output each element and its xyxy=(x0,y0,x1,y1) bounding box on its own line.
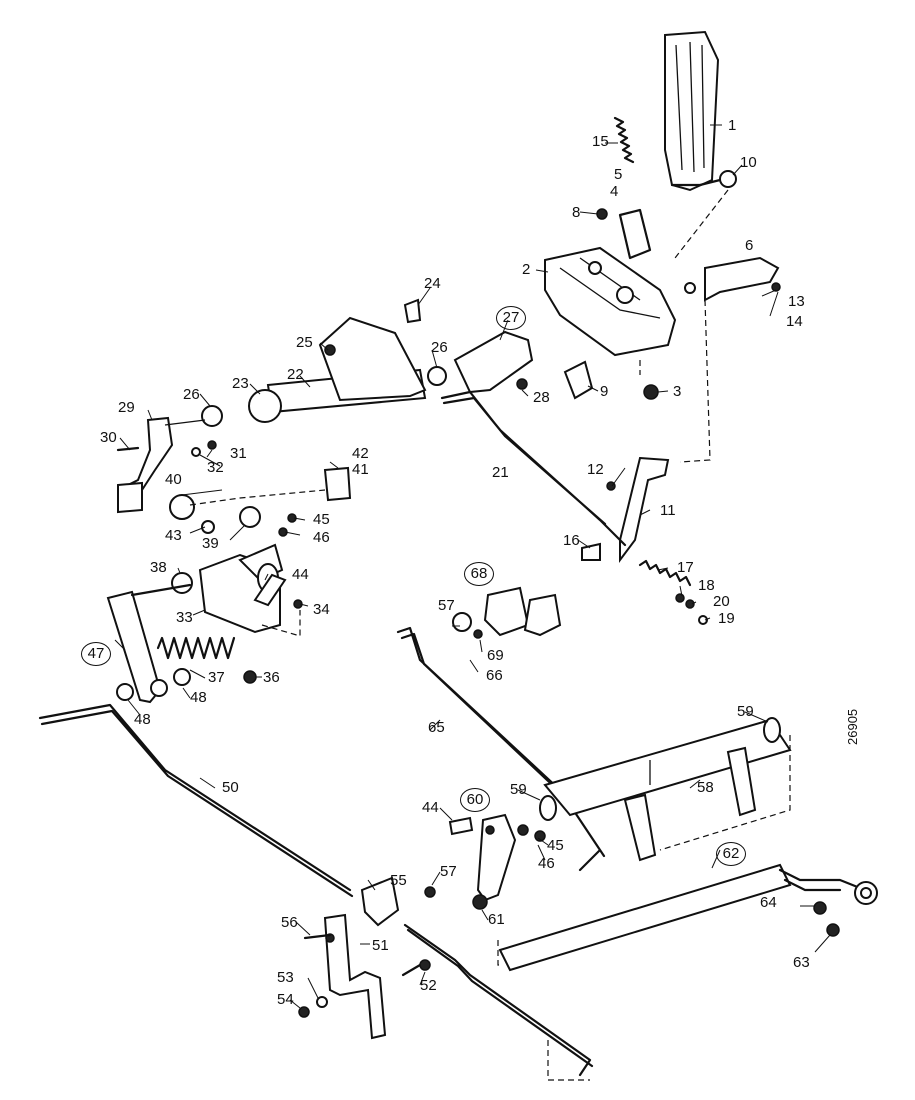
label-2: 2 xyxy=(522,261,531,278)
arm-11 xyxy=(619,456,670,563)
label-44-upper: 44 xyxy=(292,566,309,583)
diagram-code: 26905 xyxy=(845,708,860,745)
label-61: 61 xyxy=(488,911,505,928)
label-13: 13 xyxy=(788,293,805,310)
label-4: 4 xyxy=(610,183,619,200)
label-40: 40 xyxy=(165,471,182,488)
label-16: 16 xyxy=(563,532,580,549)
label-52: 52 xyxy=(420,977,437,994)
label-8: 8 xyxy=(572,204,581,221)
pedal-part xyxy=(664,30,737,192)
label-9: 9 xyxy=(600,383,609,400)
label-41: 41 xyxy=(352,461,369,478)
label-42: 42 xyxy=(352,445,369,462)
bracket-55 xyxy=(360,876,400,927)
label-27: 27 xyxy=(496,306,526,330)
label-68: 68 xyxy=(464,562,494,586)
label-57-upper: 57 xyxy=(438,597,455,614)
label-45-lower: 45 xyxy=(547,837,564,854)
rod-21 xyxy=(440,390,627,547)
label-57-lower: 57 xyxy=(440,863,457,880)
part-8 xyxy=(596,208,608,220)
label-51: 51 xyxy=(372,937,389,954)
label-18: 18 xyxy=(698,577,715,594)
label-46-lower: 46 xyxy=(538,855,555,872)
label-34: 34 xyxy=(313,601,330,618)
label-56: 56 xyxy=(281,914,298,931)
label-21: 21 xyxy=(492,464,509,481)
label-6: 6 xyxy=(745,237,754,254)
label-3: 3 xyxy=(673,383,682,400)
label-46-upper: 46 xyxy=(313,529,330,546)
label-65: 65 xyxy=(428,719,445,736)
label-66: 66 xyxy=(486,667,503,684)
label-26-left: 26 xyxy=(183,386,200,403)
label-37: 37 xyxy=(208,669,225,686)
label-30: 30 xyxy=(100,429,117,446)
leader-lines xyxy=(114,124,831,1009)
label-24: 24 xyxy=(424,275,441,292)
label-12: 12 xyxy=(587,461,604,478)
label-63: 63 xyxy=(793,954,810,971)
label-69: 69 xyxy=(487,647,504,664)
label-60: 60 xyxy=(460,788,490,812)
label-62: 62 xyxy=(716,842,746,866)
label-55: 55 xyxy=(390,872,407,889)
label-14: 14 xyxy=(786,313,803,330)
label-15: 15 xyxy=(592,133,609,150)
part-27 xyxy=(453,330,534,394)
label-20: 20 xyxy=(713,593,730,610)
label-17: 17 xyxy=(677,559,694,576)
bracket-2 xyxy=(544,208,677,357)
label-58: 58 xyxy=(697,779,714,796)
rod-65 xyxy=(396,626,606,872)
label-36: 36 xyxy=(263,669,280,686)
label-1: 1 xyxy=(728,117,737,134)
label-31: 31 xyxy=(230,445,247,462)
label-23: 23 xyxy=(232,375,249,392)
label-33: 33 xyxy=(176,609,193,626)
label-26-right: 26 xyxy=(431,339,448,356)
label-10: 10 xyxy=(740,154,757,171)
label-32: 32 xyxy=(207,459,224,476)
bracket-51 xyxy=(323,913,387,1040)
label-54: 54 xyxy=(277,991,294,1008)
label-38: 38 xyxy=(150,559,167,576)
label-50: 50 xyxy=(222,779,239,796)
label-59-right: 59 xyxy=(737,703,754,720)
label-39: 39 xyxy=(202,535,219,552)
label-64: 64 xyxy=(760,894,777,911)
label-28: 28 xyxy=(533,389,550,406)
label-5: 5 xyxy=(614,166,623,183)
part-3 xyxy=(643,384,659,400)
spring-15 xyxy=(613,116,635,164)
label-19: 19 xyxy=(718,610,735,627)
label-44-lower: 44 xyxy=(422,799,439,816)
label-29: 29 xyxy=(118,399,135,416)
rod-50 xyxy=(38,703,354,898)
label-45-upper: 45 xyxy=(313,511,330,528)
label-11: 11 xyxy=(660,502,676,519)
label-59-left: 59 xyxy=(510,781,527,798)
label-53: 53 xyxy=(277,969,294,986)
bar-62 xyxy=(498,863,792,972)
part-9 xyxy=(563,360,594,400)
label-43: 43 xyxy=(165,527,182,544)
label-25: 25 xyxy=(296,334,313,351)
spring-37 xyxy=(156,636,236,660)
label-48-left: 48 xyxy=(134,711,151,728)
label-22: 22 xyxy=(287,366,304,383)
label-48-right: 48 xyxy=(190,689,207,706)
label-47: 47 xyxy=(81,642,111,666)
arm-60 xyxy=(476,813,517,902)
